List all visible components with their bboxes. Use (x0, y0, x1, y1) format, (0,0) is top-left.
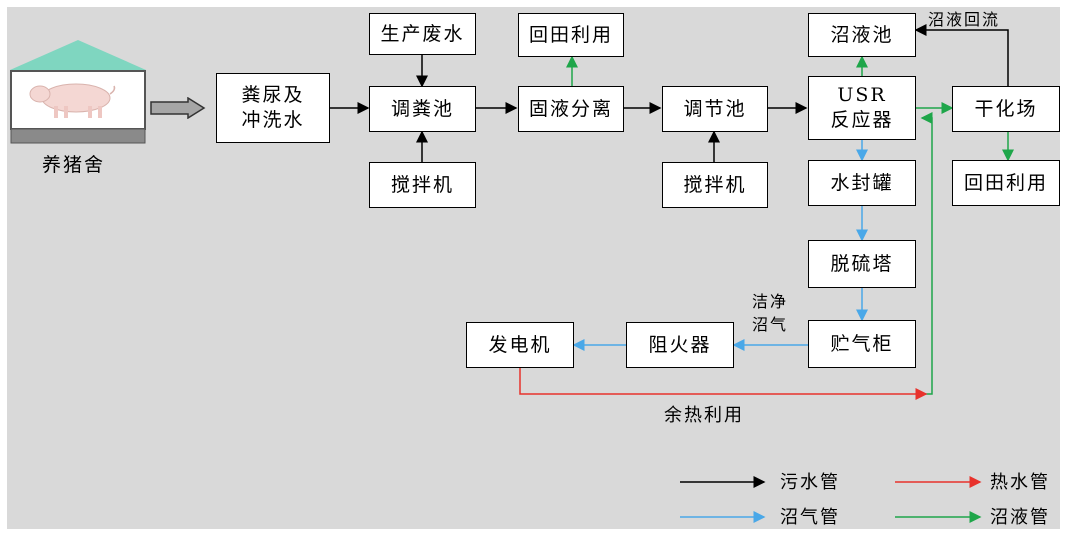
drying-field-box: 干化场 (952, 86, 1060, 132)
regulating-tank-box: 调节池 (662, 86, 768, 132)
legend-sewage-pipe: 污水管 (780, 472, 840, 493)
regulating-tank-label: 调节池 (683, 97, 747, 120)
stirrer-2-box: 搅拌机 (662, 162, 768, 208)
field-reuse-1-label: 回田利用 (528, 23, 613, 46)
desulfurization-tower-label: 脱硫塔 (830, 252, 894, 275)
roof-icon (10, 40, 146, 70)
water-seal-tank-box: 水封罐 (808, 160, 916, 206)
water-seal-tank-label: 水封罐 (830, 171, 894, 194)
block-arrow-icon (150, 97, 206, 119)
gas-holder-box: 贮气柜 (808, 320, 916, 368)
generator-box: 发电机 (466, 322, 574, 368)
pig-icon (29, 83, 116, 118)
production-wastewater-label: 生产废水 (380, 22, 465, 45)
solid-liquid-separation-box: 固液分离 (518, 86, 624, 132)
field-reuse-2-box: 回田利用 (952, 160, 1060, 206)
legend-biogas-pipe: 沼气管 (780, 507, 840, 528)
solid-liquid-separation-label: 固液分离 (528, 97, 613, 120)
flame-arrester-label: 阻火器 (648, 333, 712, 356)
regulating-manure-tank-label: 调粪池 (390, 97, 454, 120)
desulfurization-tower-box: 脱硫塔 (808, 240, 916, 288)
legend-digestate-pipe: 沼液管 (990, 507, 1050, 528)
digestate-tank-box: 沼液池 (808, 13, 916, 57)
digestate-tank-label: 沼液池 (830, 23, 894, 46)
pig-house-illustration (10, 40, 146, 146)
field-reuse-1-box: 回田利用 (518, 13, 624, 57)
manure-water-label: 粪尿及冲洗水 (241, 84, 305, 131)
usr-reactor-label: USR反应器 (830, 84, 894, 131)
usr-reactor-box: USR反应器 (808, 76, 916, 140)
legend-hot-water-pipe: 热水管 (990, 472, 1050, 493)
digestate-return-label: 沼液回流 (928, 10, 1001, 29)
stirrer-2-label: 搅拌机 (683, 173, 747, 196)
flame-arrester-box: 阻火器 (626, 322, 734, 368)
gas-holder-label: 贮气柜 (830, 332, 894, 355)
stirrer-1-box: 搅拌机 (369, 162, 476, 208)
regulating-manure-tank-box: 调粪池 (369, 86, 476, 132)
clean-biogas-label: 洁净沼气 (752, 292, 789, 335)
waste-heat-reuse-label: 余热利用 (664, 405, 744, 426)
pig-house-label: 养猪舍 (42, 154, 106, 176)
generator-label: 发电机 (488, 333, 552, 356)
field-reuse-2-label: 回田利用 (963, 171, 1048, 194)
drying-field-label: 干化场 (974, 97, 1038, 120)
production-wastewater-box: 生产废水 (369, 13, 476, 55)
manure-water-box: 粪尿及冲洗水 (216, 73, 330, 143)
stirrer-1-label: 搅拌机 (390, 173, 454, 196)
